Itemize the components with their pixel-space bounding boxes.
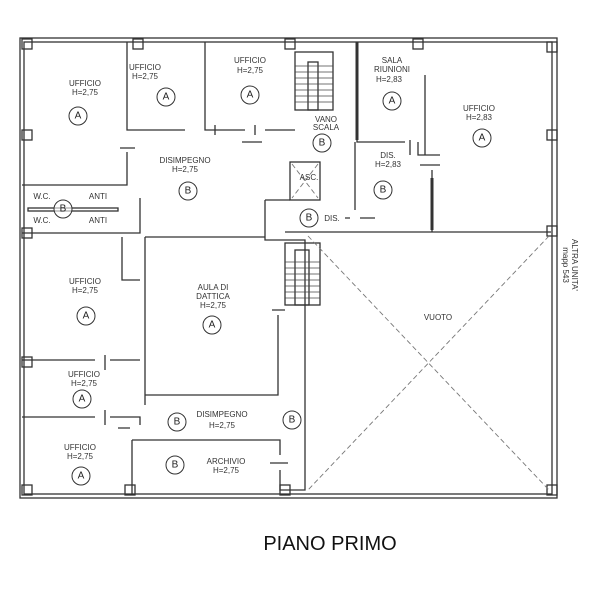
room-name: VUOTO: [424, 313, 452, 322]
room-tag: A: [479, 133, 486, 144]
room-tag: A: [209, 320, 216, 331]
neighbor-line2: mapp 543: [561, 247, 570, 283]
room-tag: A: [79, 394, 86, 405]
room-tag: A: [247, 90, 254, 101]
room-aula-didattica: AULA DI DATTICA H=2,75 A: [196, 283, 230, 335]
room-name: DATTICA: [196, 292, 230, 301]
room-elevator: ASC.: [300, 173, 319, 182]
room-name: SCALA: [313, 123, 340, 132]
room-name: UFFICIO: [234, 56, 266, 65]
room-name: W.C.: [33, 216, 50, 225]
room-ufficio-1: UFFICIO H=2,75 A: [68, 79, 101, 126]
staircase-bottom: [284, 242, 321, 306]
room-name: DISIMPEGNO: [159, 156, 210, 165]
room-height: H=2,75: [72, 286, 99, 295]
room-dis-1: DIS. H=2,83 B: [373, 151, 402, 200]
room-tag: B: [60, 204, 67, 215]
elevator-shaft: [289, 161, 321, 201]
room-vuoto: VUOTO: [424, 313, 452, 322]
outer-walls: [19, 37, 558, 499]
room-name: SALA: [382, 56, 403, 65]
room-ufficio-5: UFFICIO H=2,75 A: [69, 277, 101, 326]
room-height: H=2,75: [71, 379, 98, 388]
room-height: H=2,75: [213, 466, 240, 475]
room-name: UFFICIO: [129, 63, 161, 72]
room-ufficio-4: UFFICIO H=2,83 A: [463, 104, 495, 148]
room-tag: A: [75, 111, 82, 122]
room-height: H=2,75: [209, 421, 236, 430]
room-name: DIS.: [324, 214, 340, 223]
void-area: [307, 235, 550, 491]
room-height: H=2,83: [466, 113, 493, 122]
interior-walls: [22, 42, 551, 495]
room-ufficio-2: UFFICIO H=2,75 A: [129, 63, 176, 107]
room-name: UFFICIO: [69, 277, 101, 286]
room-tag: A: [83, 311, 90, 322]
room-name: ARCHIVIO: [207, 457, 246, 466]
room-ufficio-3: UFFICIO H=2,75 A: [234, 56, 266, 105]
room-height: H=2,75: [237, 66, 264, 75]
room-vano-scala: VANO SCALA B: [312, 115, 340, 153]
room-height: H=2,83: [376, 75, 403, 84]
room-tag: B: [172, 460, 179, 471]
neighbor-label: ALTRA UNITA' mapp 543: [561, 239, 579, 291]
room-ufficio-6: UFFICIO H=2,75 A: [68, 370, 100, 409]
room-name: UFFICIO: [64, 443, 96, 452]
room-name: DISIMPEGNO: [196, 410, 247, 419]
room-tag: B: [185, 186, 192, 197]
room-name: ANTI: [89, 192, 107, 201]
plan-title: PIANO PRIMO: [263, 533, 396, 555]
room-tag: A: [163, 92, 170, 103]
room-name: ASC.: [300, 173, 319, 182]
staircase-top: [294, 51, 334, 111]
room-name: DIS.: [380, 151, 396, 160]
room-height: H=2,75: [72, 88, 99, 97]
room-height: H=2,83: [375, 160, 402, 169]
room-name: ANTI: [89, 216, 107, 225]
room-tag: B: [306, 213, 313, 224]
room-name: UFFICIO: [69, 79, 101, 88]
room-height: H=2,75: [200, 301, 227, 310]
room-name: UFFICIO: [463, 104, 495, 113]
room-dis-2: B DIS.: [299, 208, 340, 228]
room-wc: W.C. ANTI W.C. ANTI B: [33, 192, 107, 225]
room-tag: A: [78, 471, 85, 482]
room-name: W.C.: [33, 192, 50, 201]
room-disimpegno-2: B DISIMPEGNO H=2,75 B: [167, 410, 302, 432]
room-archivio: B ARCHIVIO H=2,75: [165, 455, 246, 475]
room-tag: A: [389, 96, 396, 107]
room-height: H=2,75: [67, 452, 94, 461]
room-tag: B: [319, 138, 326, 149]
room-name: UFFICIO: [68, 370, 100, 379]
room-name: AULA DI: [198, 283, 229, 292]
room-tag: B: [289, 415, 296, 426]
room-disimpegno-1: DISIMPEGNO H=2,75 B: [159, 156, 211, 201]
room-name: VANO: [315, 115, 337, 124]
room-name: RIUNIONI: [374, 65, 410, 74]
room-height: H=2,75: [172, 165, 199, 174]
neighbor-line1: ALTRA UNITA': [570, 239, 579, 291]
room-ufficio-7: UFFICIO H=2,75 A: [64, 443, 96, 486]
room-height: H=2,75: [132, 72, 159, 81]
room-sala-riunioni: SALA RIUNIONI H=2,83 A: [374, 56, 410, 111]
room-tag: B: [380, 185, 387, 196]
room-tag: B: [174, 417, 181, 428]
